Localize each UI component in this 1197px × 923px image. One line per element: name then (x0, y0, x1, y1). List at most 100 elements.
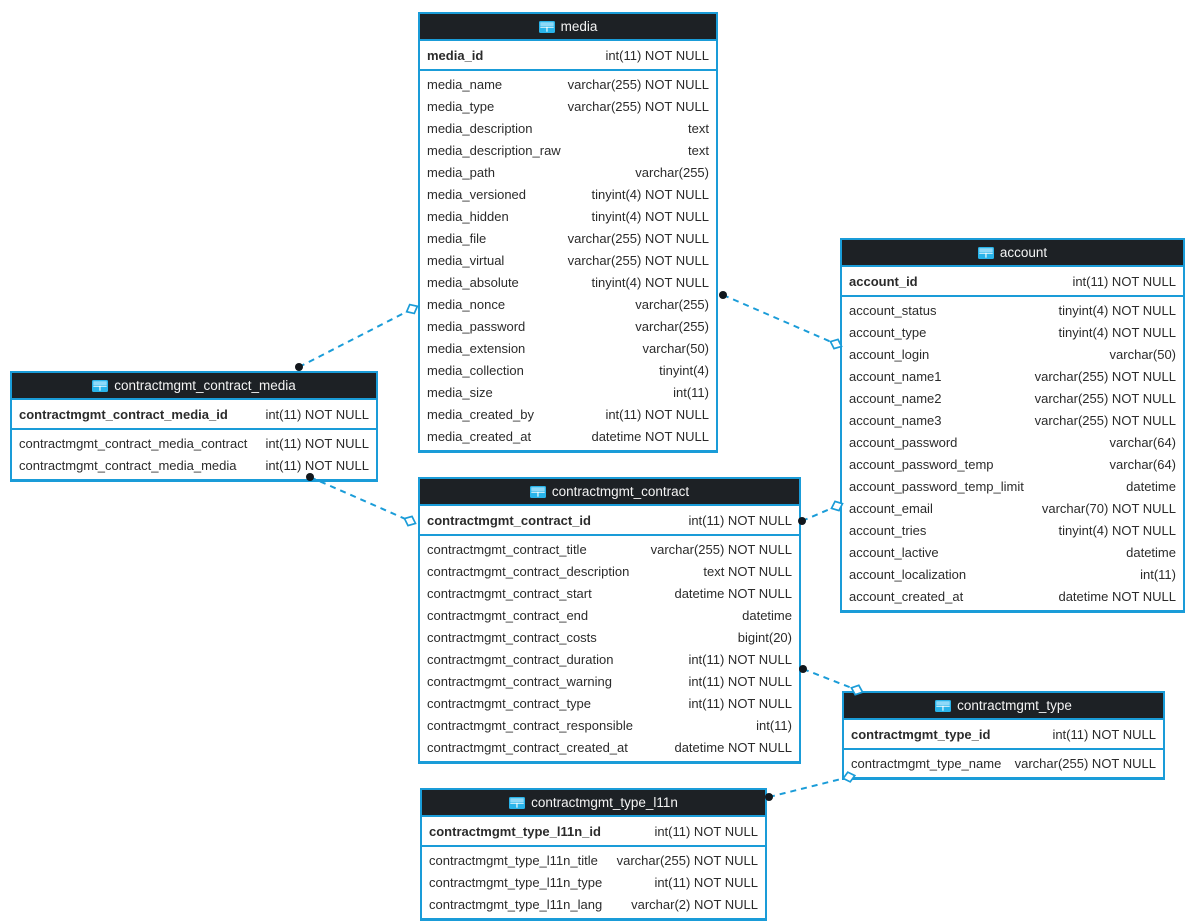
field-name: account_name2 (849, 390, 942, 406)
relation-line (722, 294, 837, 345)
field-type: varchar(64) (1109, 434, 1176, 450)
field-name: contractmgmt_contract_end (427, 607, 589, 623)
field-name: contractmgmt_contract_responsible (427, 717, 633, 733)
table-header[interactable]: contractmgmt_contract (420, 479, 799, 506)
field-name: contractmgmt_contract_media_id (19, 406, 228, 422)
field-name: account_id (849, 273, 918, 289)
field-type: varchar(64) (1109, 456, 1176, 472)
relation-dot-end (719, 291, 727, 299)
field-type: varchar(70) NOT NULL (1041, 500, 1176, 516)
table-header[interactable]: contractmgmt_contract_media (12, 373, 376, 400)
field-name: media_type (427, 98, 495, 114)
field-name: media_id (427, 47, 484, 63)
field-name: contractmgmt_type_l11n_title (429, 852, 598, 868)
table-header[interactable]: media (420, 14, 716, 41)
field-name: contractmgmt_contract_title (427, 541, 587, 557)
table-icon (92, 379, 109, 392)
field-name: media_description_raw (427, 142, 561, 158)
field-type: tinyint(4) NOT NULL (591, 208, 709, 224)
field-type: datetime NOT NULL (591, 428, 709, 444)
field-name: account_created_at (849, 588, 964, 604)
table-row[interactable]: account_email varchar(70) NOT NULL (842, 497, 1183, 519)
field-name: account_name1 (849, 368, 942, 384)
field-name: account_lactive (849, 544, 939, 560)
table-header[interactable]: contractmgmt_type_l11n (422, 790, 765, 817)
table-icon (935, 699, 952, 712)
table-header[interactable]: contractmgmt_type (844, 693, 1163, 720)
field-type: tinyint(4) NOT NULL (1058, 324, 1176, 340)
field-name: media_absolute (427, 274, 519, 290)
field-name: media_hidden (427, 208, 509, 224)
field-type: int(11) (673, 384, 709, 400)
field-name: media_collection (427, 362, 524, 378)
table-row[interactable]: media_hidden tinyint(4) NOT NULL (420, 205, 716, 227)
table-header[interactable]: account (842, 240, 1183, 267)
field-name: account_email (849, 500, 933, 516)
field-type: int(11) NOT NULL (688, 512, 792, 528)
field-name: contractmgmt_type_name (851, 755, 1002, 771)
field-name: media_description (427, 120, 533, 136)
table-icon (509, 796, 526, 809)
field-type: varchar(50) (1109, 346, 1176, 362)
